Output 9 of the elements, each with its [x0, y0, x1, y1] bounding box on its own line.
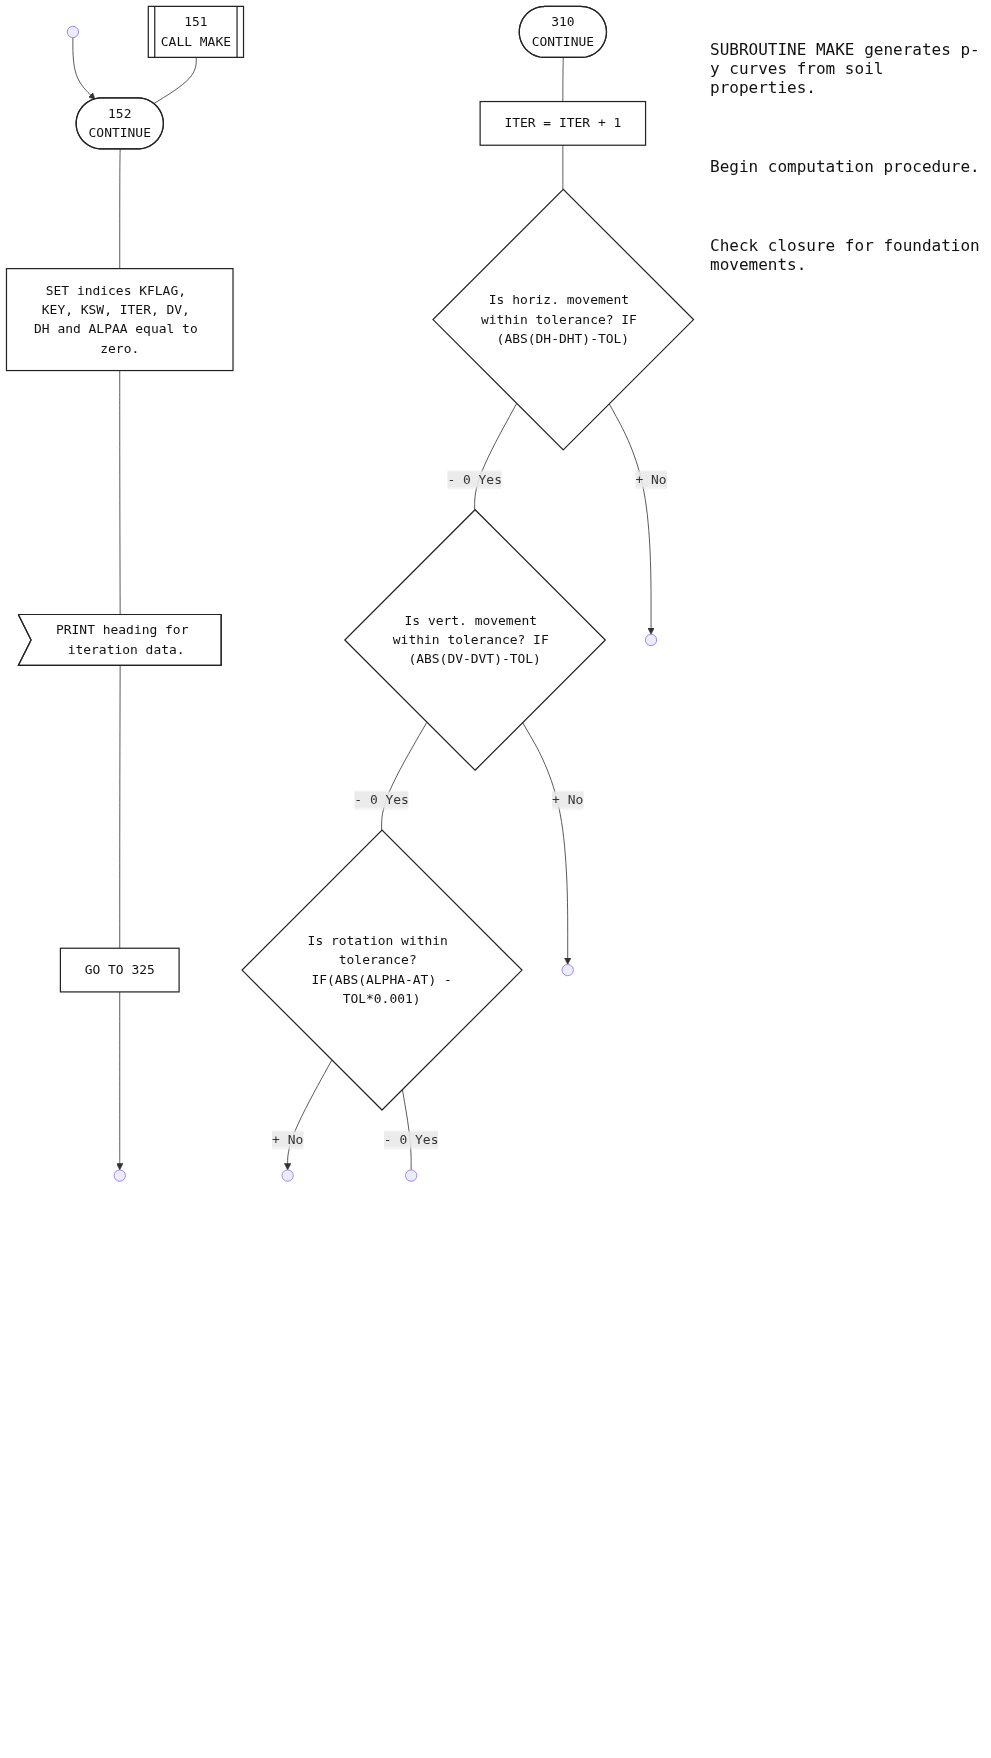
note-text: Begin computation procedure. — [710, 157, 981, 176]
note-text: Check closure for foundation movements. — [710, 236, 981, 274]
edge-label: - 0 Yes — [383, 1131, 439, 1148]
edge-label: - 0 Yes — [354, 792, 409, 808]
edge-label: + No — [272, 1131, 304, 1148]
edge-label: + No — [635, 471, 667, 488]
note-text: SUBROUTINE MAKE generates p-y curves from soil properties. — [710, 40, 981, 97]
edge-label: - 0 Yes — [447, 471, 502, 488]
edge-label: + No — [552, 792, 584, 808]
